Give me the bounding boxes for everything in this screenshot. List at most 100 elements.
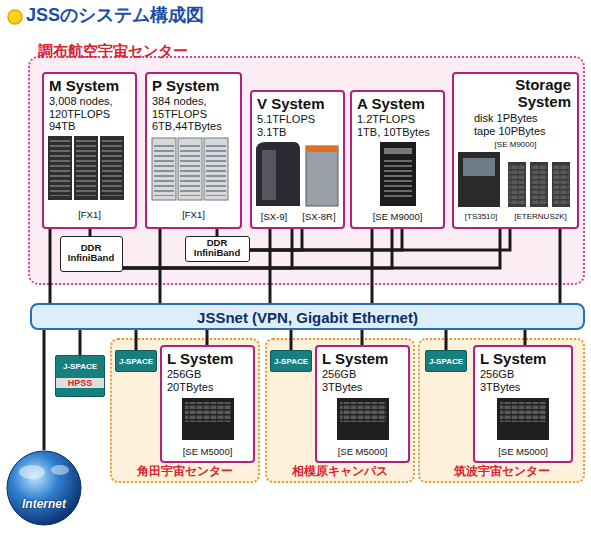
site-region: 筑波宇宙センターJ-SPACEL System256GB 3TBytes[SE …: [418, 338, 585, 483]
system-box: A System1.2TFLOPS 1TB, 10TBytes [SE M9000…: [350, 90, 445, 229]
cabinet-panel: [262, 150, 276, 200]
network-line: [559, 229, 562, 303]
interconnect-box: DDR InfiniBand: [60, 236, 123, 272]
node-heading: A System: [357, 95, 442, 112]
node-text: disk 1PBytes tape 10PBytes: [474, 112, 559, 137]
node-text: 1.2TFLOPS 1TB, 10TBytes: [357, 113, 435, 138]
sx9-cabinet: [256, 142, 300, 206]
node-text: [SE M5000]: [162, 447, 253, 458]
rack-front: [102, 140, 122, 196]
node-heading: L System: [167, 350, 252, 367]
node-text: [SE M9000]: [352, 212, 443, 223]
node-heading: M System: [49, 77, 134, 94]
node-text: [FX1]: [44, 210, 135, 221]
network-line: [250, 229, 402, 250]
system-box: V System5.1TFLOPS 3.1TB[SX-9][SX-8R]: [250, 90, 345, 229]
rack-front: [50, 140, 70, 196]
node-heading: 調布航空宇宙センター: [38, 42, 338, 59]
node-text: [FX1]: [147, 210, 240, 221]
disk-front: [553, 164, 569, 204]
storage-box: Storage Systemdisk 1PBytes tape 10PBytes…: [452, 72, 579, 229]
storage-hardware: [458, 152, 570, 207]
node-heading: L System: [480, 350, 565, 367]
node-heading: V System: [257, 95, 342, 112]
disk-front: [531, 164, 547, 204]
node-heading: 相模原キャンパス: [267, 465, 413, 478]
node-heading: J-SPACE: [56, 362, 104, 371]
node-text: [SX-8R]: [296, 212, 342, 223]
server-rack: [204, 138, 228, 200]
tape-library: [458, 152, 500, 207]
node-text: [SE M5000]: [317, 447, 408, 458]
node-text: [TS3510]: [456, 212, 506, 221]
cabinet-stripe: [306, 146, 338, 152]
system-box: L System256GB 3TBytes[SE M5000]: [315, 345, 410, 463]
server-rack: [152, 138, 176, 200]
network-line: [43, 330, 46, 450]
node-text: 384 nodes, 15TFLOPS 6TB,44TBytes: [152, 95, 234, 133]
disk-front: [509, 164, 525, 204]
server-rack: [380, 142, 416, 206]
internet-globe: Internet: [6, 450, 82, 526]
network-line: [79, 330, 82, 355]
server-rack-group: [48, 136, 124, 200]
service-box: J-SPACE: [270, 350, 312, 372]
node-text: HPSS: [56, 378, 104, 388]
node-text: [SE M5000]: [475, 447, 571, 458]
node-heading: Internet: [6, 498, 82, 512]
network-line: [89, 229, 92, 236]
interconnect-box: DDR InfiniBand: [185, 236, 250, 262]
network-line: [49, 229, 52, 303]
cloud: [51, 465, 69, 475]
title-bullet: [8, 10, 22, 24]
sx8r-cabinet: [306, 146, 338, 206]
globe-circle: [7, 451, 81, 525]
network-line: [159, 229, 162, 303]
node-heading: Storage System: [459, 76, 571, 111]
node-text: 256GB 3TBytes: [322, 368, 382, 393]
node-heading: J-SPACE: [116, 357, 156, 366]
network-line: [269, 229, 272, 303]
node-heading: P System: [152, 77, 237, 94]
tape-window: [463, 158, 495, 176]
diagram-title: JSSのシステム構成図: [26, 6, 204, 26]
network-line: [123, 229, 292, 268]
disk-array: [530, 162, 548, 207]
node-text: [ETERNUS2K]: [506, 212, 575, 221]
system-box: M System3,008 nodes, 120TFLOPS 94TB [FX1]: [42, 72, 137, 229]
network-line: [445, 330, 448, 350]
network-line: [206, 330, 209, 345]
service-box: J-SPACE: [425, 350, 467, 372]
node-text: [SE M9000]: [454, 140, 577, 149]
node-text: 5.1TFLOPS 3.1TB: [257, 113, 327, 138]
network-line: [123, 229, 500, 268]
disk-array: [552, 162, 570, 207]
server-rack-group: [380, 142, 416, 206]
server-chassis: [337, 398, 389, 440]
node-heading: JSSnet (VPN, Gigabit Ethernet): [32, 309, 583, 326]
server-rack-group: [152, 138, 228, 200]
chassis-front: [185, 402, 231, 422]
site-region: 相模原キャンパスJ-SPACEL System256GB 3TBytes[SE …: [265, 338, 415, 483]
rack-front: [76, 140, 96, 196]
site-region: 調布航空宇宙センターM System3,008 nodes, 120TFLOPS…: [28, 56, 585, 285]
system-box: L System256GB 20TBytes[SE M5000]: [160, 345, 255, 463]
storage-service-box: J-SPACE HPSS: [55, 355, 105, 397]
node-text: 256GB 3TBytes: [480, 368, 540, 393]
network-line: [250, 229, 510, 250]
network-band: JSSnet (VPN, Gigabit Ethernet): [30, 303, 585, 330]
chassis-front: [500, 402, 546, 422]
globe-outline: [6, 450, 82, 526]
chassis-front: [340, 402, 386, 422]
network-line: [290, 330, 293, 350]
system-box: L System256GB 3TBytes [SE M5000]: [473, 345, 573, 463]
node-text: 3,008 nodes, 120TFLOPS 94TB: [49, 95, 131, 133]
node-heading: DDR InfiniBand: [61, 243, 121, 264]
service-box: J-SPACE: [115, 350, 157, 372]
rack-window: [384, 148, 412, 154]
rack-front: [154, 142, 174, 196]
server-rack: [48, 136, 72, 200]
server-rack: [100, 136, 124, 200]
server-chassis-group: [182, 398, 549, 440]
